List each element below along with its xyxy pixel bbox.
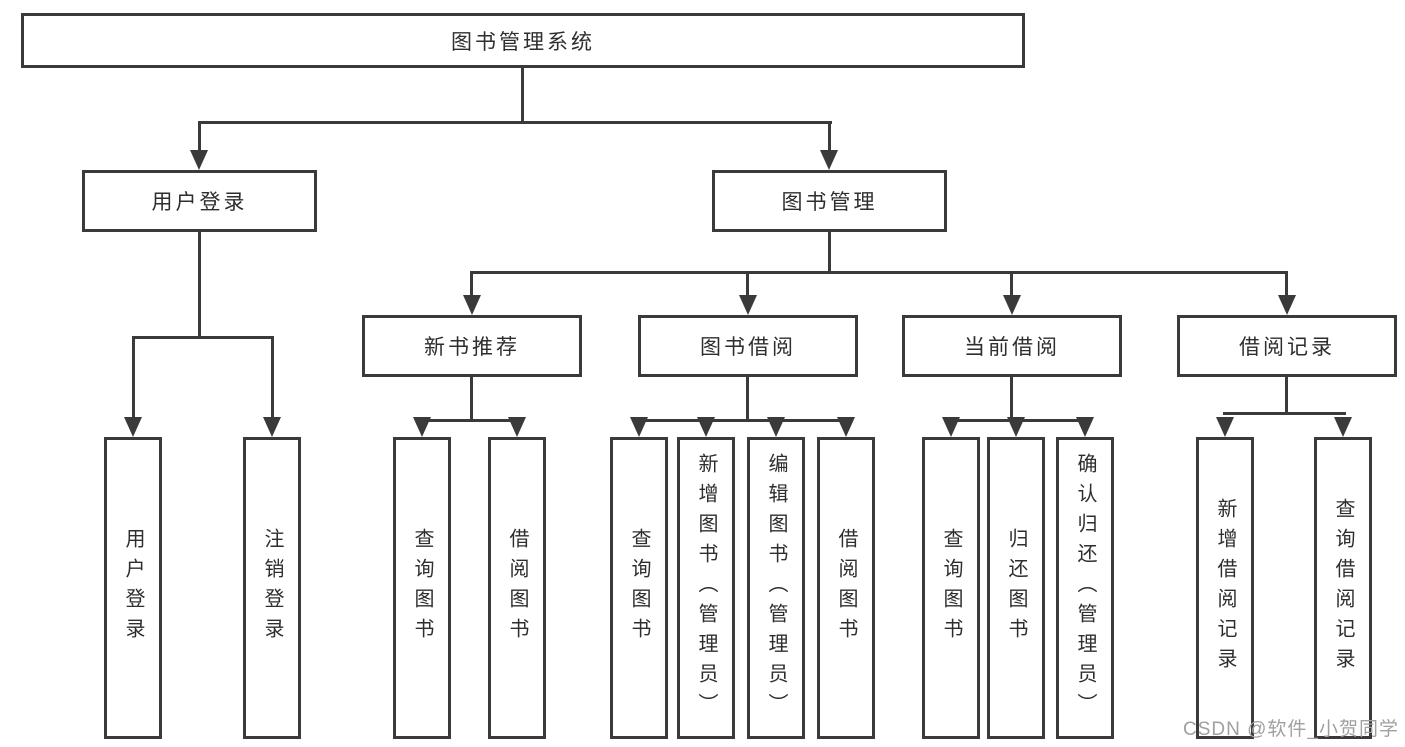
node-user-login-label: 用户登录 [151, 191, 248, 214]
node-book-borrow-label: 图书借阅 [700, 336, 796, 359]
connector-line [271, 336, 274, 419]
connector-line [470, 377, 473, 422]
leaf-return-books-label: 归还图书 [1005, 528, 1027, 648]
leaf-confirm-return-admin: 确认归还（管理员） [1056, 437, 1114, 739]
leaf-borrow-books: 借阅图书 [817, 437, 875, 739]
connector-line [1285, 271, 1288, 297]
leaf-logout: 注销登录 [243, 437, 301, 739]
connector-line [198, 232, 201, 339]
node-borrow-records-label: 借阅记录 [1239, 336, 1335, 359]
leaf-add-borrow-record-label: 新增借阅记录 [1214, 498, 1236, 678]
connector-line [470, 271, 1288, 274]
connector-line [198, 121, 832, 124]
connector-line [470, 271, 473, 297]
leaf-add-book-admin-label: 新增图书（管理员） [695, 453, 717, 723]
arrow-down-icon [697, 417, 715, 437]
leaf-query-books-borrow-label: 查询图书 [628, 528, 650, 648]
leaf-query-books-current-label: 查询图书 [940, 528, 962, 648]
leaf-query-borrow-record-label: 查询借阅记录 [1332, 498, 1354, 678]
arrow-down-icon [263, 417, 281, 437]
leaf-edit-book-admin: 编辑图书（管理员） [747, 437, 805, 739]
node-book-borrow: 图书借阅 [638, 315, 858, 377]
csdn-watermark: CSDN @软件_小贺同学 [1183, 719, 1399, 740]
node-root: 图书管理系统 [21, 13, 1025, 68]
leaf-user-login-label: 用户登录 [122, 528, 144, 648]
arrow-down-icon [413, 417, 431, 437]
arrow-down-icon [1007, 417, 1025, 437]
arrow-down-icon [767, 417, 785, 437]
connector-line [828, 121, 831, 153]
leaf-edit-book-admin-label: 编辑图书（管理员） [765, 453, 787, 723]
node-book-management: 图书管理 [712, 170, 947, 232]
leaf-logout-label: 注销登录 [261, 528, 283, 648]
connector-line [1223, 412, 1346, 415]
node-borrow-records: 借阅记录 [1177, 315, 1397, 377]
arrow-down-icon [1278, 295, 1296, 315]
leaf-query-books-recommend: 查询图书 [393, 437, 451, 739]
arrow-down-icon [942, 417, 960, 437]
node-root-label: 图书管理系统 [451, 30, 595, 54]
connector-line [1010, 271, 1013, 297]
node-current-borrow: 当前借阅 [902, 315, 1122, 377]
leaf-return-books: 归还图书 [987, 437, 1045, 739]
connector-line [637, 419, 849, 422]
connector-line [198, 121, 201, 153]
leaf-add-book-admin: 新增图书（管理员） [677, 437, 735, 739]
leaf-add-borrow-record: 新增借阅记录 [1196, 437, 1254, 739]
arrow-down-icon [820, 150, 838, 170]
connector-line [132, 336, 135, 419]
arrow-down-icon [739, 295, 757, 315]
connector-line [746, 271, 749, 297]
leaf-query-books-current: 查询图书 [922, 437, 980, 739]
arrow-down-icon [1003, 295, 1021, 315]
arrow-down-icon [837, 417, 855, 437]
arrow-down-icon [124, 417, 142, 437]
leaf-query-books-recommend-label: 查询图书 [411, 528, 433, 648]
leaf-user-login: 用户登录 [104, 437, 162, 739]
arrow-down-icon [463, 295, 481, 315]
connector-line [746, 377, 749, 422]
arrow-down-icon [1216, 417, 1234, 437]
leaf-borrow-books-recommend: 借阅图书 [488, 437, 546, 739]
connector-line [828, 232, 831, 274]
arrow-down-icon [190, 150, 208, 170]
arrow-down-icon [630, 417, 648, 437]
arrow-down-icon [1334, 417, 1352, 437]
node-book-management-label: 图书管理 [781, 191, 878, 214]
connector-line [1285, 377, 1288, 415]
connector-line [521, 68, 524, 124]
leaf-query-borrow-record: 查询借阅记录 [1314, 437, 1372, 739]
node-current-borrow-label: 当前借阅 [964, 336, 1060, 359]
node-new-book-recommend-label: 新书推荐 [424, 336, 520, 359]
connector-line [1010, 377, 1013, 422]
arrow-down-icon [508, 417, 526, 437]
arrow-down-icon [1076, 417, 1094, 437]
node-new-book-recommend: 新书推荐 [362, 315, 582, 377]
leaf-confirm-return-admin-label: 确认归还（管理员） [1074, 453, 1096, 723]
leaf-query-books-borrow: 查询图书 [610, 437, 668, 739]
connector-line [132, 336, 274, 339]
leaf-borrow-books-label: 借阅图书 [835, 528, 857, 648]
connector-line [421, 419, 520, 422]
node-user-login: 用户登录 [82, 170, 317, 232]
leaf-borrow-books-recommend-label: 借阅图书 [506, 528, 528, 648]
